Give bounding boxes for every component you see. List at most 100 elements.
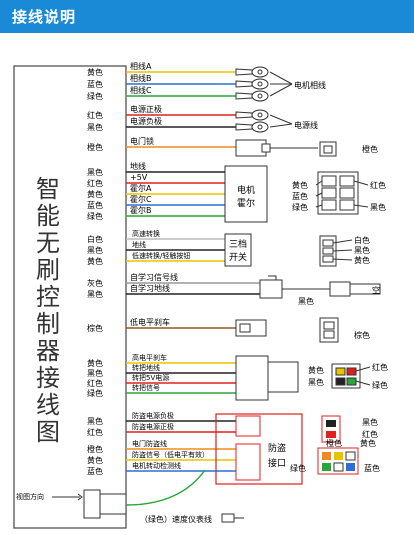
controller-title-char: 无 <box>36 229 60 257</box>
wire-color-label: 黑色 <box>87 289 103 299</box>
wire-label: 地线 <box>130 161 146 171</box>
hall-box-text: 霍尔 <box>237 197 255 209</box>
hall-box <box>224 165 268 223</box>
pin-label: 黄色 <box>292 180 308 190</box>
wire-label: 地线 <box>132 240 146 249</box>
learn-wires: 灰色 黑色 自学习信号线 自学习地线 黑色 空 <box>87 272 381 306</box>
hall-box-text: 电机 <box>237 184 255 196</box>
controller-title-char: 智 <box>36 175 60 203</box>
wire-label: 自学习信号线 <box>130 272 178 282</box>
pin-label: 黄色 <box>354 255 370 265</box>
wire-label: 转把信号 <box>132 383 160 392</box>
antitheft-box-text: 接口 <box>268 457 286 469</box>
ring-terminals <box>235 66 269 102</box>
wire-color-label: 灰色 <box>87 278 103 288</box>
wire-color-label: 红色 <box>87 178 103 188</box>
wire-label: 霍尔C <box>130 194 152 204</box>
pin-label: 红色 <box>370 180 386 190</box>
controller-title-char: 接 <box>36 364 60 392</box>
phase-wires: 黄色 蓝色 绿色 相线A 相线B 相线C 电机相线 <box>87 61 326 102</box>
wire-color-label: 橙色 <box>87 142 103 152</box>
speed-box-text: 开关 <box>229 251 247 263</box>
wire-color-label: 黑色 <box>87 167 103 177</box>
wire-color-label: 红色 <box>87 378 103 388</box>
wire-label: 霍尔A <box>130 183 152 193</box>
controller-title-char: 图 <box>36 418 60 446</box>
wire-color-label: 黄色 <box>87 189 103 199</box>
antitheft-box-text: 防盗 <box>268 442 286 454</box>
wire-color-label: 黄色 <box>87 256 103 266</box>
learn-empty-label: 空 <box>372 285 380 295</box>
wire-label: 低电平刹车 <box>130 317 170 327</box>
pin-label: 红色 <box>372 362 388 372</box>
header-title: 接线说明 <box>12 8 77 26</box>
wire-color-label: 绿色 <box>87 91 103 101</box>
header-bar: 接线说明 <box>0 0 414 33</box>
hall-wires: 黑色 红色 黄色 蓝色 绿色 地线 +5V 霍尔A 霍尔C 霍尔B 电机 霍尔 … <box>87 161 386 223</box>
wire-color-label: 黑色 <box>87 245 103 255</box>
wire-color-label: 蓝色 <box>87 466 103 476</box>
pin-label: 黑色 <box>354 245 370 255</box>
wire-label: 电门防盗线 <box>132 439 167 448</box>
wire-color-label: 白色 <box>87 234 103 244</box>
antitheft-box <box>215 413 303 485</box>
speed-switch-wires: 白色 黑色 黄色 高速转换 地线 低速转换/轻触按钮 三档 开关 白色 黑色 黄… <box>87 229 370 267</box>
antitheft-wires: 黑色 红色 橙色 黄色 蓝色 防盗电源负极 防盗电源正极 电门防盗线 防盗信号（… <box>87 411 380 485</box>
pin-label: 绿色 <box>372 380 388 390</box>
pin-label: 黑色 <box>308 377 324 387</box>
learn-black-label: 黑色 <box>298 296 314 306</box>
wire-color-label: 绿色 <box>87 211 103 221</box>
pin-label: 黄色 <box>308 365 324 375</box>
lock-wire: 橙色 电门锁 橙色 <box>87 136 378 157</box>
controller-title-char: 刷 <box>36 256 60 284</box>
power-target-label: 电源线 <box>294 120 318 130</box>
pin-label: 蓝色 <box>292 191 308 201</box>
ring-terminals <box>235 109 269 133</box>
wire-label: 霍尔B <box>130 205 152 215</box>
pin-label: 黄色 <box>360 438 376 448</box>
wire-color-label: 蓝色 <box>87 200 103 210</box>
speed-box-text: 三档 <box>229 238 247 250</box>
controller-box <box>13 65 127 529</box>
pin-label: 白色 <box>354 235 370 245</box>
pin-label: 黑色 <box>370 202 386 212</box>
controller-title-char: 控 <box>36 283 60 311</box>
wire-label: 电机转动检测线 <box>132 461 181 470</box>
wire-label: 电源负极 <box>130 116 162 126</box>
wire-label: 防盗电源负极 <box>132 411 174 420</box>
wire-label: 电门锁 <box>130 136 154 146</box>
power-wires: 红色 黑色 电源正极 电源负极 电源线 <box>87 104 318 133</box>
wire-color-label: 黑色 <box>87 368 103 378</box>
wire-color-label: 红色 <box>87 110 103 120</box>
brake-low-wire: 棕色 低电平刹车 棕色 <box>87 317 370 343</box>
wire-color-label: 棕色 <box>87 323 103 333</box>
wire-color-label: 黄色 <box>87 358 103 368</box>
pin-label: 红色 <box>362 429 378 439</box>
wire-label: 相线A <box>130 61 152 71</box>
pin-label: 蓝色 <box>364 463 380 473</box>
wire-color-label: 黑色 <box>87 416 103 426</box>
speedometer-label: （绿色）速度仪表线 <box>140 514 212 524</box>
pin-label: 橙色 <box>326 438 342 448</box>
wire-color-label: 黑色 <box>87 122 103 132</box>
wire-label: 低速转换/轻触按钮 <box>132 251 190 260</box>
handle-wires: 黄色 黑色 红色 绿色 高电平刹车 转把地线 转把5V电源 转把信号 黄色 黑色… <box>87 353 388 401</box>
controller-title-char: 能 <box>36 202 60 230</box>
wire-color-label: 黄色 <box>87 455 103 465</box>
wire-label: 相线C <box>130 85 152 95</box>
wire-label: 转把地线 <box>132 363 160 372</box>
wire-label: 高电平刹车 <box>132 353 167 362</box>
bottom-section: 视图方向 （绿色）速度仪表线 <box>16 469 244 524</box>
view-direction-label: 视图方向 <box>16 492 44 501</box>
wire-color-label: 绿色 <box>87 388 103 398</box>
wire-color-label: 蓝色 <box>87 79 103 89</box>
controller-title-char: 线 <box>36 391 60 419</box>
wire-label: +5V <box>130 173 148 182</box>
wire-label: 防盗电源正极 <box>132 422 174 431</box>
controller-title-char: 器 <box>36 337 60 365</box>
wire-label: 转把5V电源 <box>132 373 169 382</box>
controller-title-char: 制 <box>36 310 60 338</box>
phase-target-label: 电机相线 <box>294 80 326 90</box>
